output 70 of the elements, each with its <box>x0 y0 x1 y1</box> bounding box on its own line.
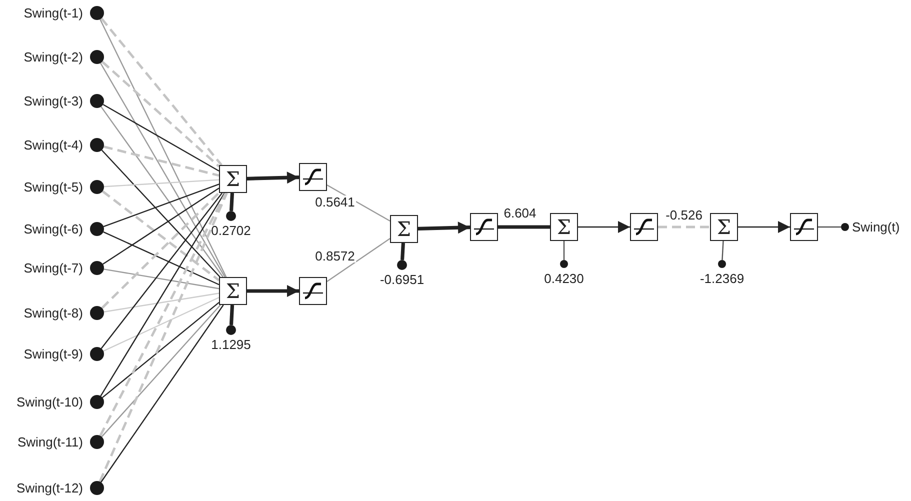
variable-label: Swing(t) <box>852 220 900 234</box>
variable-label: Swing(t-9) <box>24 348 83 360</box>
activation-box <box>790 213 818 241</box>
variable-label: Swing(t-4) <box>24 138 83 152</box>
connection-line <box>101 60 220 168</box>
connection-line <box>102 302 220 398</box>
connection-line <box>103 231 220 286</box>
bias-value: 0.4230 <box>544 272 584 285</box>
arrow <box>247 285 299 297</box>
activation-box <box>470 213 498 241</box>
variable-label: Swing(t-3) <box>24 94 83 108</box>
connection-line <box>101 150 220 278</box>
weight-label: 0.5641 <box>314 196 356 208</box>
connection-line <box>102 104 220 172</box>
bias-value: -0.6951 <box>380 273 424 286</box>
connection-line <box>100 304 224 483</box>
variable-label: Swing(t-6) <box>24 222 83 236</box>
connection-line <box>722 240 724 260</box>
connection-line <box>98 192 228 482</box>
weight-label: -0.526 <box>664 208 704 222</box>
arrow <box>578 221 630 233</box>
connection-line <box>100 106 224 278</box>
connection-line <box>102 190 220 282</box>
activation-box <box>630 213 658 241</box>
arrow <box>738 221 790 233</box>
variable-label: Swing(t-11) <box>17 436 83 448</box>
variable-label: Swing(t-10) <box>16 396 83 408</box>
connection-line <box>104 268 220 290</box>
variable-label: Swing(t-5) <box>24 180 83 194</box>
connection-line <box>101 304 221 438</box>
connection-line <box>104 292 220 312</box>
summation-box: Σ <box>390 215 418 243</box>
connection-line <box>100 62 226 278</box>
connection-line <box>658 226 710 228</box>
connection-line <box>104 179 220 188</box>
variable-label: Swing(t-2) <box>24 50 83 64</box>
connection-line <box>229 304 234 326</box>
connection-line <box>498 225 550 229</box>
connection-line <box>100 192 225 396</box>
connection-line <box>100 18 222 166</box>
connection-line <box>104 146 220 177</box>
weight-label: 0.8572 <box>314 250 356 262</box>
weight-label: 6.604 <box>502 206 538 220</box>
connection-line <box>103 296 220 352</box>
variable-label: Swing(t-7) <box>24 262 83 274</box>
connection-line <box>99 192 227 436</box>
connection-line <box>229 192 234 212</box>
summation-box: Σ <box>710 213 738 241</box>
connection-line <box>102 188 220 265</box>
connection-line <box>101 192 220 309</box>
connection-line <box>100 192 223 349</box>
connection-line <box>100 19 227 278</box>
summation-box: Σ <box>550 213 578 241</box>
connection-line <box>103 184 220 228</box>
connection-line <box>563 241 565 260</box>
arrow <box>246 172 300 184</box>
bias-value: -1.2369 <box>700 272 744 285</box>
arrow <box>418 222 470 234</box>
connection-line <box>400 242 406 260</box>
bias-value: 0.2702 <box>211 224 251 237</box>
summation-box: Σ <box>219 277 247 305</box>
variable-label: Swing(t-1) <box>24 6 83 20</box>
activation-box <box>299 277 327 305</box>
activation-box <box>299 163 327 191</box>
variable-label: Swing(t-8) <box>24 306 83 320</box>
connection-line <box>818 226 841 228</box>
variable-label: Swing(t-12) <box>16 482 83 494</box>
bias-value: 1.1295 <box>211 338 251 351</box>
connection-line <box>326 238 390 282</box>
summation-box: Σ <box>219 165 247 193</box>
